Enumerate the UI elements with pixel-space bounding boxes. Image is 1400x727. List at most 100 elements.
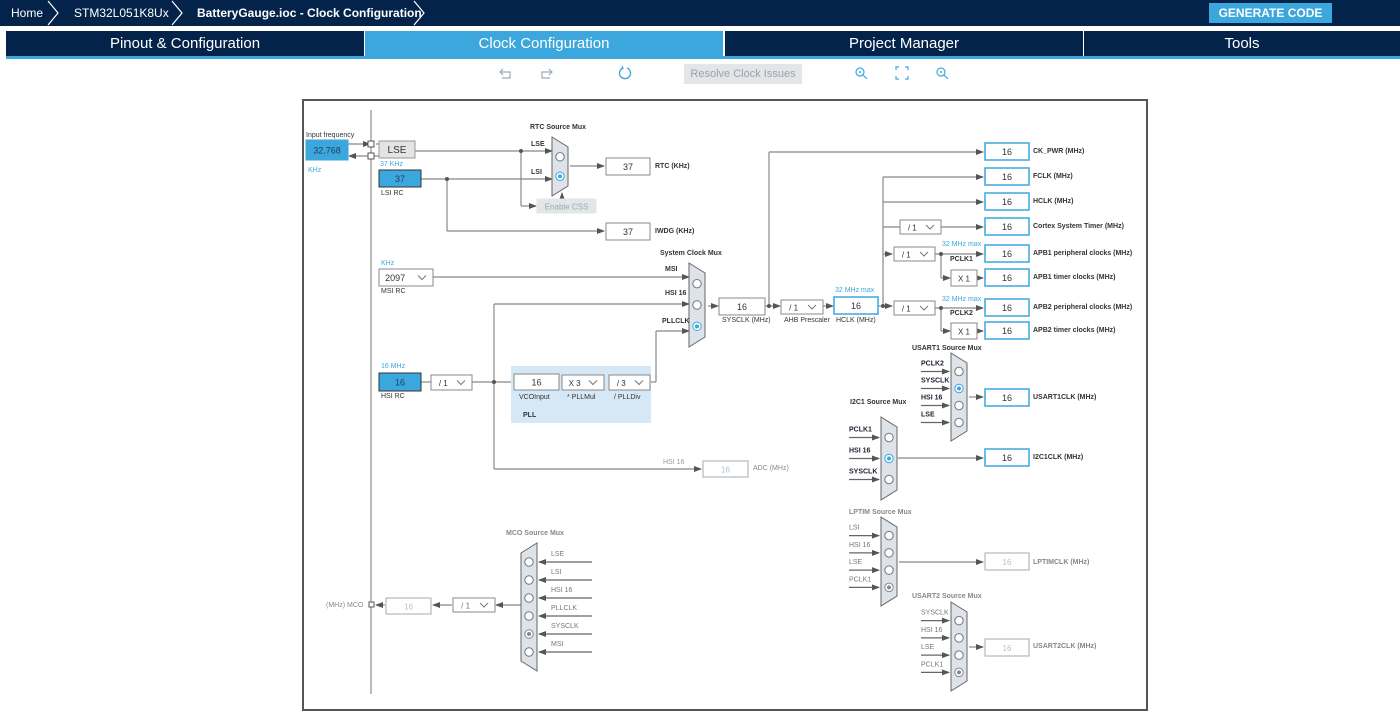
enable-css-button-value: Enable CSS [545, 203, 589, 212]
output-value-6[interactable]: 16 [984, 298, 1030, 317]
output-value-5[interactable]: 16 [984, 268, 1030, 287]
lse-input-frequency-value: 32.768 [313, 146, 341, 156]
chevron-down-icon [456, 380, 466, 386]
hclk-value[interactable]: 16 [833, 296, 879, 315]
enable-css-button[interactable]: Enable CSS [536, 198, 597, 214]
mco-mux-title: MCO Source Mux [506, 530, 564, 537]
hsi-divider-select[interactable]: / 1 [430, 374, 473, 391]
mco-divider-select[interactable]: / 1 [452, 597, 496, 613]
sysclk-value[interactable]: 16 [718, 297, 766, 316]
output-label-0: CK_PWR (MHz) [1033, 148, 1084, 155]
lptim-clock-value[interactable]: 16 [984, 552, 1030, 571]
breadcrumb-bar: Home STM32L051K8Ux BatteryGauge.ioc - Cl… [0, 0, 1400, 26]
undo-icon[interactable] [498, 66, 514, 82]
mux-radio-selected [957, 386, 961, 391]
ahb-prescaler-select[interactable]: / 1 [780, 299, 824, 315]
vco-input-value-value: 16 [531, 378, 541, 388]
pll-mul-select[interactable]: X 3 [561, 374, 605, 391]
lsi-rc-value[interactable]: 37 [378, 169, 422, 188]
tab-tools[interactable]: Tools [1084, 31, 1400, 56]
fit-screen-icon[interactable] [894, 66, 910, 82]
output-value-5-value: 16 [1002, 273, 1012, 283]
pll-title: PLL [523, 412, 537, 419]
adc-clock-value[interactable]: 16 [702, 460, 749, 478]
output-value-7[interactable]: 16 [984, 321, 1030, 340]
output-value-2[interactable]: 16 [984, 192, 1030, 211]
apb2-prescaler-select[interactable]: / 1 [893, 300, 936, 316]
mux-radio-1[interactable] [884, 548, 894, 558]
rtc-value[interactable]: 37 [605, 157, 651, 176]
pll-div-select[interactable]: / 3 [608, 374, 651, 391]
mux-radio-2[interactable] [884, 565, 894, 575]
mux-radio-2[interactable] [884, 474, 894, 485]
mux-radio-selected [558, 174, 562, 179]
apb1-prescaler-select-value: / 1 [902, 251, 911, 260]
tab-clock-configuration[interactable]: Clock Configuration [365, 31, 723, 56]
rtc-label: RTC (KHz) [655, 163, 690, 170]
mux-input-label: PCLK1 [849, 427, 872, 434]
usart2-clock-value[interactable]: 16 [984, 638, 1030, 657]
mux-radio-0[interactable] [884, 432, 894, 443]
apb1-prescaler-select[interactable]: / 1 [893, 246, 936, 262]
resolve-clock-issues-button[interactable]: Resolve Clock Issues [684, 64, 802, 84]
redo-icon[interactable] [538, 66, 554, 82]
mux-radio-1[interactable] [954, 633, 964, 643]
zoom-out-icon[interactable] [934, 66, 950, 82]
refresh-icon[interactable] [617, 65, 633, 82]
iwdg-label: IWDG (KHz) [655, 228, 694, 235]
usart1-mux-title: USART1 Source Mux [912, 345, 982, 352]
mux-input-label: LSI [849, 525, 860, 532]
mux-radio-2[interactable] [954, 400, 964, 411]
vco-input-label: VCOInput [519, 394, 550, 401]
tab-project-manager[interactable]: Project Manager [725, 31, 1083, 56]
hsi-rc-value[interactable]: 16 [378, 372, 422, 392]
mco-clock-value[interactable]: 16 [385, 597, 432, 615]
output-value-1-value: 16 [1002, 172, 1012, 182]
mux-radio-5[interactable] [524, 647, 534, 657]
cortex-timer-divider-select[interactable]: / 1 [899, 219, 942, 235]
output-value-0-value: 16 [1002, 147, 1012, 157]
usart1-clock-value-value: 16 [1002, 393, 1012, 403]
usart2-source-mux [921, 601, 968, 692]
mux-radio-0[interactable] [524, 557, 534, 567]
junction-dots [445, 149, 943, 384]
output-value-0[interactable]: 16 [984, 142, 1030, 161]
breadcrumb-device[interactable]: STM32L051K8Ux [74, 6, 169, 20]
i2c1-source-mux [849, 416, 898, 501]
iwdg-value[interactable]: 37 [605, 222, 651, 241]
tab-pinout[interactable]: Pinout & Configuration [6, 31, 364, 56]
lsi-frequency-label: 37 KHz [380, 161, 403, 168]
mux-input-label: HSI 16 [551, 587, 573, 594]
zoom-in-icon[interactable] [853, 66, 869, 82]
i2c1-clock-value[interactable]: 16 [984, 448, 1030, 467]
sysclk-value-value: 16 [737, 302, 747, 312]
output-value-3[interactable]: 16 [984, 217, 1030, 236]
mux-radio-3[interactable] [524, 611, 534, 621]
output-label-2: HCLK (MHz) [1033, 198, 1073, 205]
usart1-clock-value[interactable]: 16 [984, 388, 1030, 407]
mux-radio-2[interactable] [954, 650, 964, 660]
mux-radio-1[interactable] [692, 300, 702, 310]
system-clock-mux [688, 262, 706, 348]
generate-code-button[interactable]: GENERATE CODE [1209, 3, 1332, 23]
chevron-down-icon [807, 304, 817, 310]
cortex-timer-divider-select-value: / 1 [908, 224, 917, 233]
mux-radio-0[interactable] [555, 152, 565, 162]
mux-radio-2[interactable] [524, 593, 534, 603]
mux-radio-1[interactable] [524, 575, 534, 585]
system-clock-mux-title: System Clock Mux [660, 250, 722, 257]
output-value-4[interactable]: 16 [984, 244, 1030, 263]
mux-radio-0[interactable] [884, 530, 894, 541]
vco-input-value[interactable]: 16 [513, 373, 560, 391]
mux-input-label: PCLK1 [849, 576, 871, 583]
output-value-1[interactable]: 16 [984, 167, 1030, 186]
chevron-down-icon [634, 380, 644, 386]
lse-input-frequency[interactable]: 32.768 [305, 139, 349, 161]
mux-radio-3[interactable] [954, 417, 964, 428]
msi-range-select[interactable]: 2097 [378, 268, 434, 287]
breadcrumb-home[interactable]: Home [11, 6, 44, 20]
mux-radio-0[interactable] [692, 278, 702, 289]
mux-radio-0[interactable] [954, 615, 964, 626]
mux-radio-selected [957, 670, 961, 675]
mux-radio-0[interactable] [954, 366, 964, 377]
